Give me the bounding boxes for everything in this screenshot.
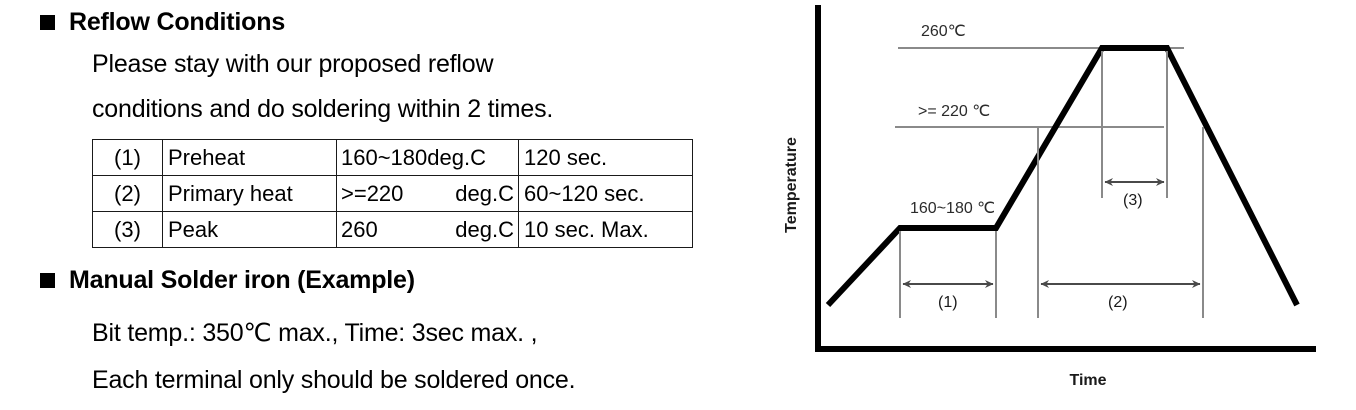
- reflow-body-line-2: conditions and do soldering within 2 tim…: [92, 95, 554, 123]
- chart-dimension-label-1: (1): [938, 294, 958, 311]
- table-cell-time: 60~120 sec.: [518, 175, 693, 212]
- section-heading-reflow-conditions: Reflow Conditions: [40, 10, 285, 35]
- reflow-conditions-table: (1) Preheat 160~180 deg.C 120 sec. (2) P…: [92, 139, 693, 248]
- manual-body-line-2: Each terminal only should be soldered on…: [92, 366, 576, 394]
- bullet-square-icon: [40, 15, 55, 30]
- section-heading-manual-solder-iron: Manual Solder iron (Example): [40, 268, 415, 293]
- table-row: (3) Peak 260 deg.C 10 sec. Max.: [92, 211, 693, 248]
- table-row: (2) Primary heat >=220 deg.C 60~120 sec.: [92, 175, 693, 212]
- table-cell-stage: Primary heat: [162, 175, 337, 212]
- reflow-profile-chart: 260℃ >= 220 ℃ 160~180 ℃ (1) (2) (3) Temp…: [760, 0, 1356, 410]
- table-cell-temperature-value: 260: [341, 216, 378, 242]
- table-cell-temperature: >=220 deg.C: [336, 175, 519, 212]
- chart-dimension-label-3: (3): [1123, 192, 1143, 209]
- section-heading-label: Reflow Conditions: [69, 8, 286, 36]
- table-cell-index: (1): [92, 139, 163, 176]
- chart-label-primary-temperature: >= 220 ℃: [918, 103, 990, 120]
- table-cell-temperature-unit: deg.C: [455, 180, 514, 206]
- section-heading-label: Manual Solder iron (Example): [69, 266, 415, 294]
- chart-x-axis-title: Time: [1069, 372, 1106, 389]
- table-cell-temperature-unit: deg.C: [427, 144, 486, 170]
- table-cell-temperature: 260 deg.C: [336, 211, 519, 248]
- text-content-panel: Reflow Conditions Please stay with our p…: [40, 10, 693, 394]
- table-row: (1) Preheat 160~180 deg.C 120 sec.: [92, 139, 693, 176]
- chart-label-preheat-temperature: 160~180 ℃: [910, 200, 995, 217]
- table-cell-temperature: 160~180 deg.C: [336, 139, 519, 176]
- chart-label-peak-temperature: 260℃: [921, 23, 966, 40]
- table-cell-time: 10 sec. Max.: [518, 211, 693, 248]
- bullet-square-icon: [40, 273, 55, 288]
- chart-leader-lines: [899, 51, 1204, 318]
- table-cell-temperature-value: 160~180: [341, 144, 428, 170]
- table-cell-index: (2): [92, 175, 163, 212]
- reflow-body-line-1: Please stay with our proposed reflow: [92, 50, 494, 78]
- table-cell-stage: Preheat: [162, 139, 337, 176]
- table-cell-time: 120 sec.: [518, 139, 693, 176]
- table-cell-temperature-unit: deg.C: [455, 216, 514, 242]
- chart-y-axis-title: Temperature: [783, 137, 800, 233]
- reflow-profile-curve: [825, 45, 1300, 308]
- chart-dimension-label-2: (2): [1108, 294, 1128, 311]
- table-cell-temperature-value: >=220: [341, 180, 404, 206]
- chart-dimension-arrows: [902, 178, 1201, 288]
- manual-body-line-1: Bit temp.: 350℃ max., Time: 3sec max. ,: [92, 319, 538, 347]
- table-cell-stage: Peak: [162, 211, 337, 248]
- chart-axes: [815, 5, 1316, 352]
- table-cell-index: (3): [92, 211, 163, 248]
